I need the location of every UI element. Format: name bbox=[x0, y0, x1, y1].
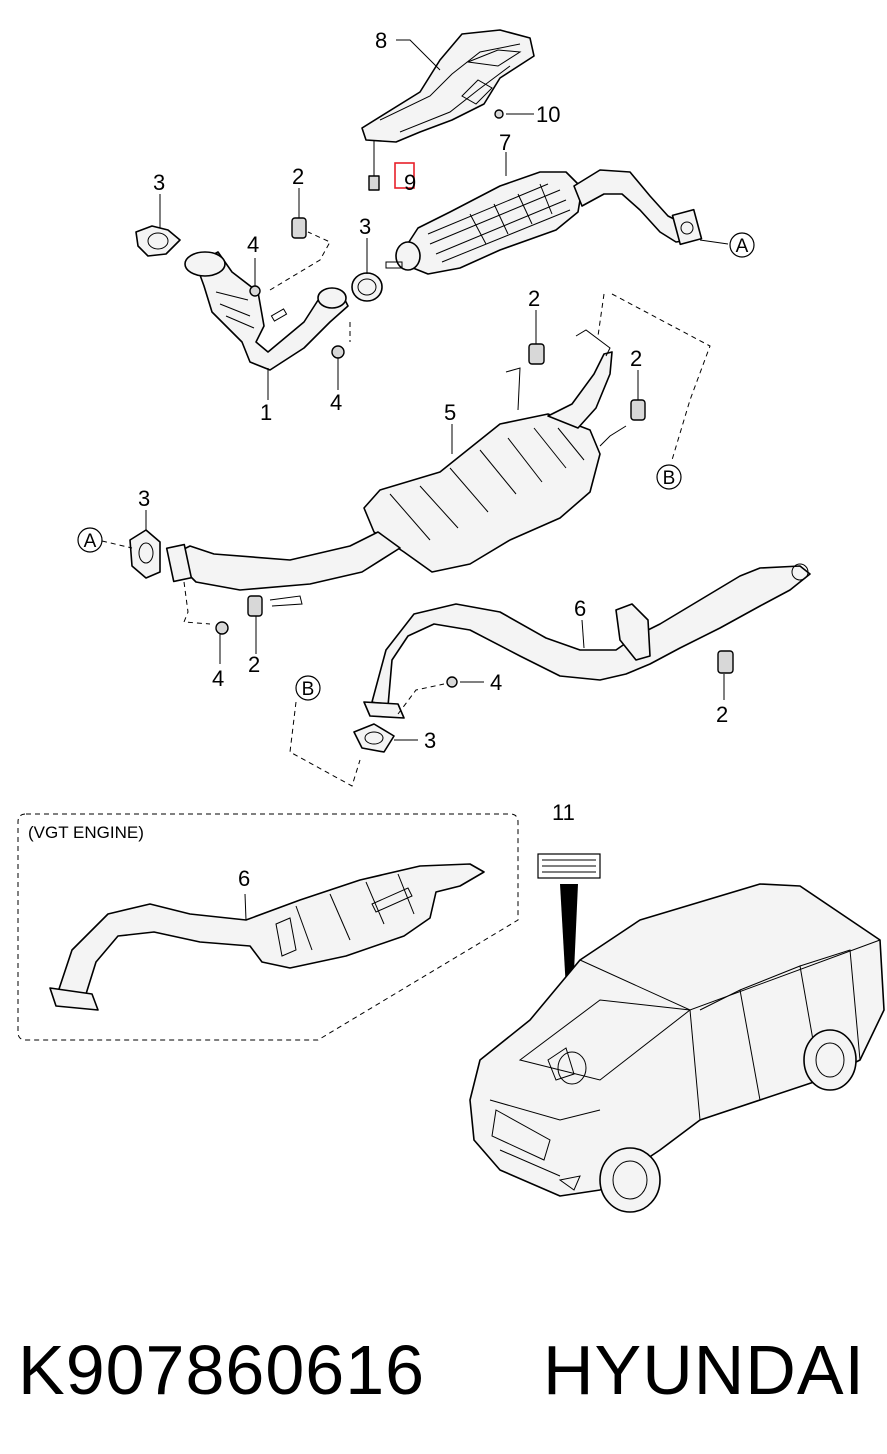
gasket-part-3-mid bbox=[351, 272, 383, 302]
callout-8: 8 bbox=[375, 28, 387, 53]
nut-part-4-a bbox=[249, 285, 261, 297]
callout-4-nut-b: 4 bbox=[330, 390, 342, 415]
callout-6: 6 bbox=[574, 596, 586, 621]
tail-pipe-part-6 bbox=[363, 563, 811, 719]
catalytic-converter-part-7 bbox=[395, 169, 703, 275]
callout-2-hanger-c: 2 bbox=[630, 346, 642, 371]
nut-part-4-d bbox=[446, 676, 458, 688]
callout-1: 1 bbox=[260, 400, 272, 425]
callout-5: 5 bbox=[444, 400, 456, 425]
callout-10: 10 bbox=[536, 102, 560, 127]
front-pipe-part-1 bbox=[184, 251, 349, 371]
gasket-part-3-front bbox=[135, 225, 181, 257]
callout-4-nut-d: 4 bbox=[490, 670, 502, 695]
exhaust-system-diagram: 8 10 9 7 3 2 4 3 1 4 2 2 5 3 4 2 6 4 2 3… bbox=[17, 28, 885, 1213]
bolt-part-10 bbox=[494, 109, 504, 119]
gasket-part-3-tail bbox=[353, 723, 395, 753]
brand-name: HYUNDAI bbox=[542, 1331, 865, 1409]
hanger-part-2-c bbox=[630, 399, 646, 421]
footer-bar: K907860616 HYUNDAI bbox=[0, 1300, 887, 1440]
vgt-tail-pipe-part-6 bbox=[49, 863, 485, 1011]
nut-part-4-c bbox=[215, 621, 229, 635]
callout-7: 7 bbox=[499, 130, 511, 155]
heat-shield-part-8 bbox=[361, 29, 535, 143]
hanger-part-2-d bbox=[247, 595, 263, 617]
hanger-part-2-b bbox=[528, 343, 545, 365]
callout-2-hanger-b: 2 bbox=[528, 286, 540, 311]
callout-3-gasket-front: 3 bbox=[153, 170, 165, 195]
svg-text:A: A bbox=[736, 236, 749, 257]
callout-3-gasket-rear: 3 bbox=[138, 486, 150, 511]
ref-circle-b-bottom: B bbox=[295, 675, 321, 701]
svg-text:B: B bbox=[302, 679, 315, 700]
nut-part-4-b bbox=[331, 345, 345, 359]
ref-circle-b-right: B bbox=[656, 464, 682, 490]
gasket-part-3-rear bbox=[129, 529, 161, 579]
inset-title: (VGT ENGINE) bbox=[28, 823, 144, 842]
callout-4-nut: 4 bbox=[247, 232, 259, 257]
svg-text:A: A bbox=[84, 531, 97, 552]
center-muffler-part-5 bbox=[165, 329, 627, 591]
callout-3-gasket-tail: 3 bbox=[424, 728, 436, 753]
vgt-engine-inset: (VGT ENGINE) 6 bbox=[17, 813, 519, 1041]
hanger-part-2-e bbox=[717, 650, 734, 674]
bolt-part-9 bbox=[368, 150, 380, 191]
callout-6-vgt: 6 bbox=[238, 866, 250, 891]
ref-circle-a-left: A bbox=[77, 527, 103, 553]
callout-4-nut-c: 4 bbox=[212, 666, 224, 691]
callout-11: 11 bbox=[552, 800, 575, 825]
ref-circle-a-top: A bbox=[729, 232, 755, 258]
vehicle-illustration bbox=[469, 883, 885, 1213]
callout-2-hanger-e: 2 bbox=[716, 702, 728, 727]
hanger-part-2-a bbox=[291, 217, 307, 239]
callout-3-gasket-mid: 3 bbox=[359, 214, 371, 239]
callout-2-hanger-d: 2 bbox=[248, 652, 260, 677]
callout-2-hanger: 2 bbox=[292, 164, 304, 189]
callout-9: 9 bbox=[404, 170, 416, 195]
svg-text:B: B bbox=[663, 468, 676, 489]
highlight-box bbox=[394, 162, 415, 189]
part-number: K907860616 bbox=[18, 1331, 426, 1409]
